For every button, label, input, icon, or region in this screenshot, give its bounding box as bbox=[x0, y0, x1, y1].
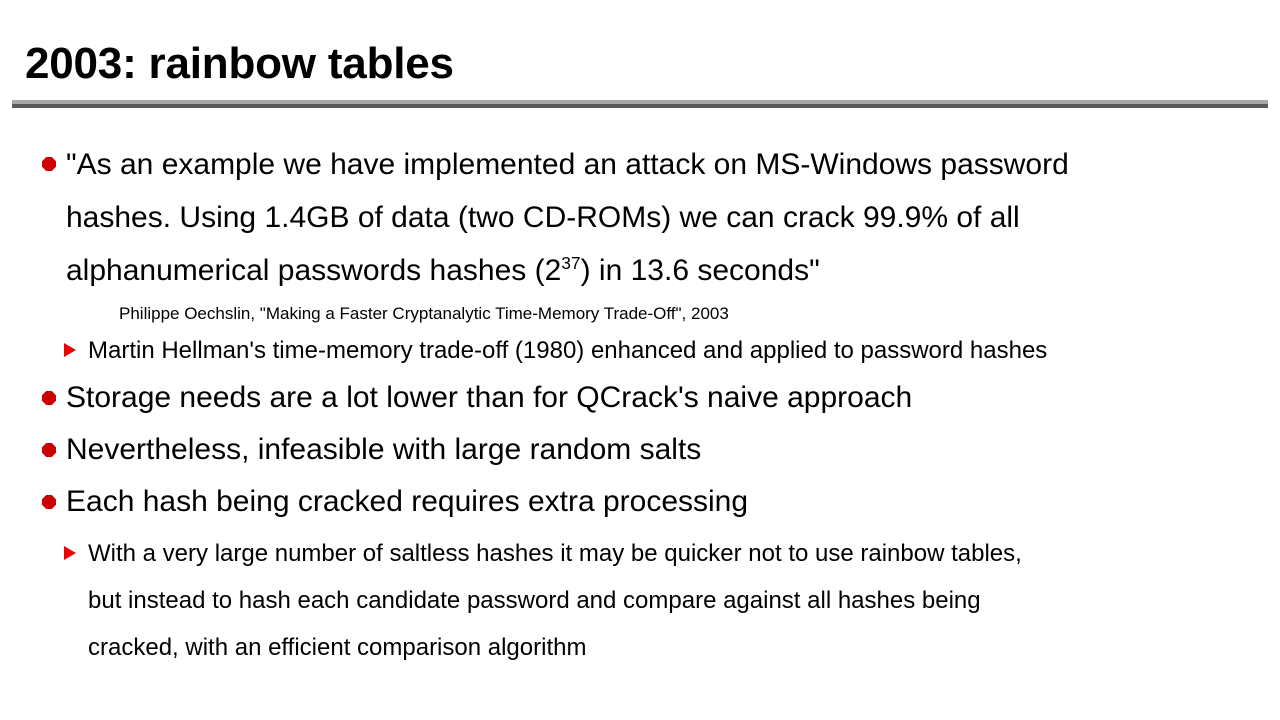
quote-line-1: "As an example we have implemented an at… bbox=[66, 148, 1069, 181]
title-divider-rule bbox=[12, 100, 1268, 108]
sub-bullet-line: cracked, with an efficient comparison al… bbox=[88, 634, 587, 661]
triangle-bullet-icon bbox=[64, 343, 76, 357]
sub-bullet-item-saltless: With a very large number of saltless has… bbox=[0, 530, 1280, 671]
octagon-bullet-icon bbox=[42, 157, 56, 171]
octagon-bullet-icon bbox=[42, 443, 56, 457]
divider-light-band bbox=[12, 100, 1268, 104]
sub-bullet-lines: With a very large number of saltless has… bbox=[88, 530, 1280, 671]
page-title: 2003: rainbow tables bbox=[25, 39, 454, 88]
slide-body: "As an example we have implemented an at… bbox=[0, 138, 1280, 671]
octagon-bullet-icon bbox=[42, 495, 56, 509]
sub-bullet-item-hellman: Martin Hellman's time-memory trade-off (… bbox=[0, 327, 1280, 374]
bullet-label: Storage needs are a lot lower than for Q… bbox=[66, 381, 913, 414]
bullet-item-extra-processing: Each hash being cracked requires extra p… bbox=[0, 478, 1280, 526]
sub-bullet-line: With a very large number of saltless has… bbox=[88, 540, 1022, 567]
quote-line-3-post: ) in 13.6 seconds" bbox=[580, 254, 820, 287]
exponent-superscript: 37 bbox=[561, 253, 581, 273]
bullet-label: Each hash being cracked requires extra p… bbox=[66, 485, 749, 518]
bullet-item-salts: Nevertheless, infeasible with large rand… bbox=[0, 426, 1280, 474]
bullet-item-quote: "As an example we have implemented an at… bbox=[0, 138, 1280, 297]
bullet-label: Nevertheless, infeasible with large rand… bbox=[66, 433, 702, 466]
sub-bullet-lines: Martin Hellman's time-memory trade-off (… bbox=[88, 327, 1280, 374]
divider-dark-band bbox=[12, 104, 1268, 108]
bullet-item-storage: Storage needs are a lot lower than for Q… bbox=[0, 374, 1280, 422]
triangle-bullet-icon bbox=[64, 546, 76, 560]
sub-bullet-line: Martin Hellman's time-memory trade-off (… bbox=[88, 337, 1048, 364]
quote-line-2: hashes. Using 1.4GB of data (two CD-ROMs… bbox=[66, 201, 1020, 234]
sub-bullet-line: but instead to hash each candidate passw… bbox=[88, 587, 981, 614]
octagon-bullet-icon bbox=[42, 391, 56, 405]
quote-line-3-pre: alphanumerical passwords hashes (2 bbox=[66, 254, 562, 287]
title-block: 2003: rainbow tables bbox=[25, 38, 1255, 90]
quote-line-3: alphanumerical passwords hashes (237) in… bbox=[66, 244, 1280, 297]
citation-text: Philippe Oechslin, "Making a Faster Cryp… bbox=[119, 304, 729, 323]
